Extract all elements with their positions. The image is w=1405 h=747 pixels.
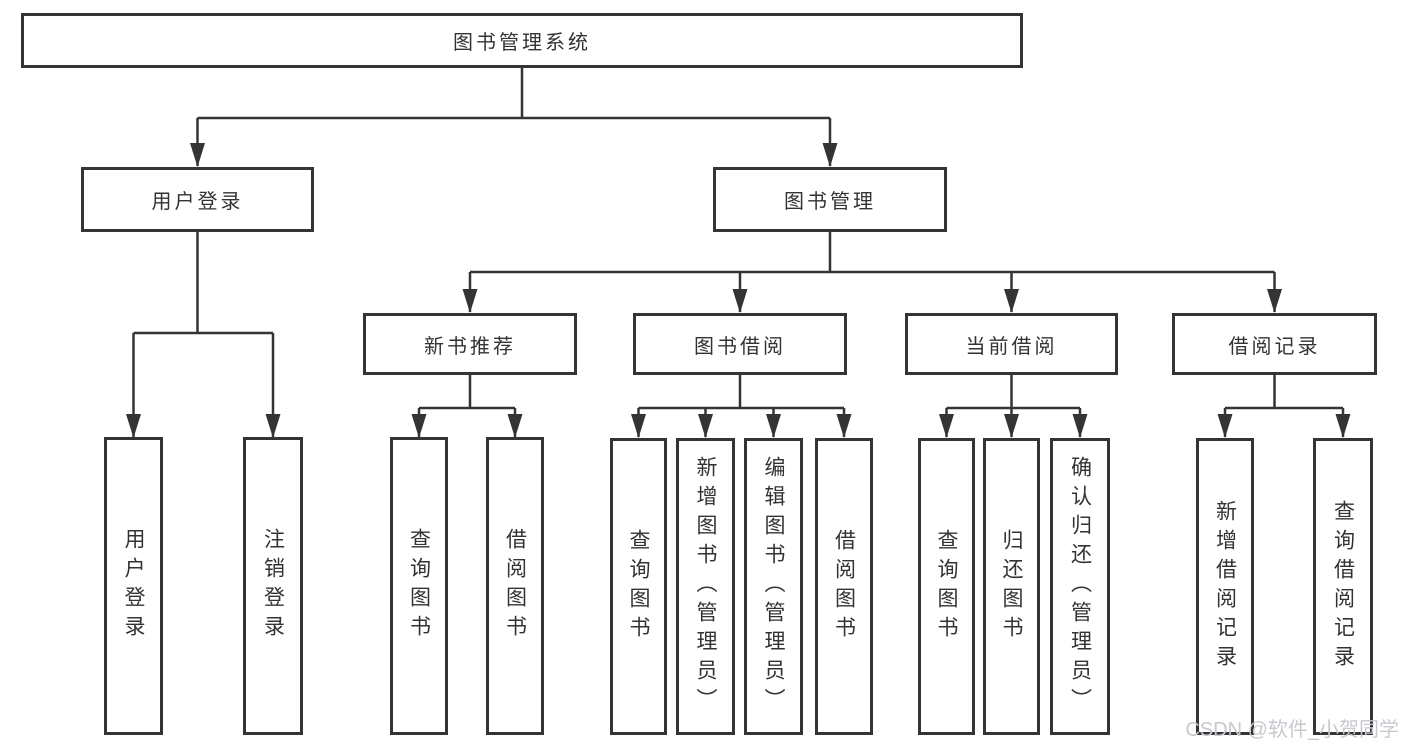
leaf-logout-label: 注销登录: [261, 528, 285, 644]
leaf-query-books-current: 查询图书: [918, 438, 975, 735]
leaf-add-book-admin: 新增图书（管理员）: [676, 438, 735, 735]
leaf-query-books-recommend: 查询图书: [390, 437, 448, 735]
leaf-query-books-recommend-label: 查询图书: [407, 528, 431, 644]
leaf-query-books-borrowing: 查询图书: [610, 438, 667, 735]
node-book-borrowing: 图书借阅: [633, 313, 847, 375]
leaf-borrow-books: 借阅图书: [815, 438, 873, 735]
node-root-label: 图书管理系统: [453, 32, 591, 54]
node-user-login-label: 用户登录: [151, 191, 244, 213]
leaf-query-borrow-record: 查询借阅记录: [1313, 438, 1373, 735]
leaf-user-login-label: 用户登录: [122, 528, 145, 644]
leaf-logout: 注销登录: [243, 437, 303, 735]
leaf-confirm-return-admin: 确认归还（管理员）: [1050, 438, 1110, 735]
leaf-edit-book-admin-label: 编辑图书（管理员）: [762, 456, 785, 717]
node-book-borrowing-label: 图书借阅: [694, 335, 786, 358]
node-root-library-management-system: 图书管理系统: [21, 13, 1023, 68]
node-borrowing-records-label: 借阅记录: [1228, 335, 1321, 358]
leaf-query-borrow-record-label: 查询借阅记录: [1331, 499, 1355, 674]
node-current-borrowing: 当前借阅: [905, 313, 1118, 375]
node-new-book-recommendation-label: 新书推荐: [424, 335, 516, 358]
leaf-confirm-return-admin-label: 确认归还（管理员）: [1068, 456, 1092, 717]
leaf-borrow-books-label: 借阅图书: [832, 528, 856, 645]
leaf-borrow-books-recommend: 借阅图书: [486, 437, 544, 735]
leaf-return-book: 归还图书: [983, 438, 1040, 735]
leaf-query-books-borrowing-label: 查询图书: [627, 528, 650, 645]
node-current-borrowing-label: 当前借阅: [965, 335, 1058, 358]
node-book-management-label: 图书管理: [784, 191, 876, 213]
leaf-user-login: 用户登录: [104, 437, 163, 735]
node-borrowing-records: 借阅记录: [1172, 313, 1377, 375]
leaf-add-book-admin-label: 新增图书（管理员）: [694, 456, 717, 717]
leaf-add-borrow-record-label: 新增借阅记录: [1213, 499, 1237, 674]
csdn-watermark: CSDN @软件_小贺同学: [1185, 719, 1399, 741]
leaf-query-books-current-label: 查询图书: [935, 528, 958, 645]
node-new-book-recommendation: 新书推荐: [363, 313, 577, 375]
leaf-borrow-books-recommend-label: 借阅图书: [503, 528, 527, 644]
leaf-edit-book-admin: 编辑图书（管理员）: [744, 438, 803, 735]
node-book-management: 图书管理: [713, 167, 947, 232]
node-user-login: 用户登录: [81, 167, 314, 232]
leaf-return-book-label: 归还图书: [1000, 528, 1023, 645]
leaf-add-borrow-record: 新增借阅记录: [1196, 438, 1254, 735]
